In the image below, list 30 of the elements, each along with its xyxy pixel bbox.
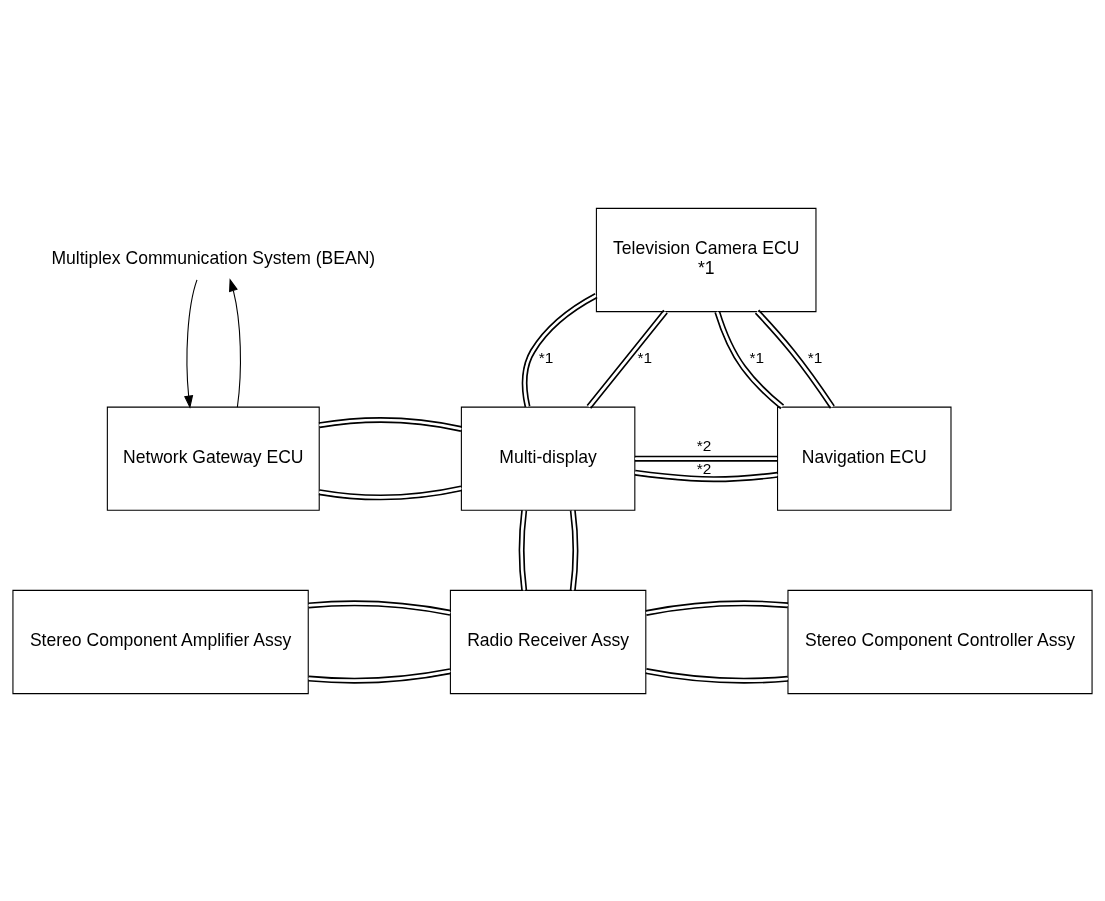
edge-label: *1	[749, 348, 765, 366]
connector	[644, 667, 789, 684]
node-box: Multi-display	[460, 406, 636, 511]
node-box: Television Camera ECU *1	[595, 207, 817, 312]
edge-label: *1	[807, 348, 823, 366]
node-box: Stereo Component Controller Assy	[787, 589, 1093, 694]
node-box: Network Gateway ECU	[106, 406, 320, 511]
node-text: Multiplex Communication System (BEAN)	[51, 247, 376, 268]
connector	[521, 292, 598, 408]
connector	[307, 599, 452, 616]
edge-label: *2	[696, 436, 712, 454]
connector	[754, 308, 835, 409]
connector	[318, 416, 463, 432]
arrow	[229, 277, 241, 408]
connector	[569, 509, 579, 591]
connector	[644, 599, 789, 616]
arrow	[184, 278, 198, 409]
connector	[518, 509, 528, 591]
node-box: Navigation ECU	[777, 406, 952, 511]
connector	[318, 484, 463, 500]
edge-label: *1	[637, 348, 653, 366]
node-box: Stereo Component Amplifier Assy	[12, 589, 309, 694]
connector	[714, 309, 785, 409]
node-box: Radio Receiver Assy	[449, 589, 647, 694]
connector	[633, 469, 779, 482]
connector	[586, 309, 668, 409]
connector	[634, 455, 778, 462]
edge-label: *1	[538, 348, 554, 366]
connector	[307, 667, 452, 684]
edge-label: *2	[696, 459, 712, 477]
